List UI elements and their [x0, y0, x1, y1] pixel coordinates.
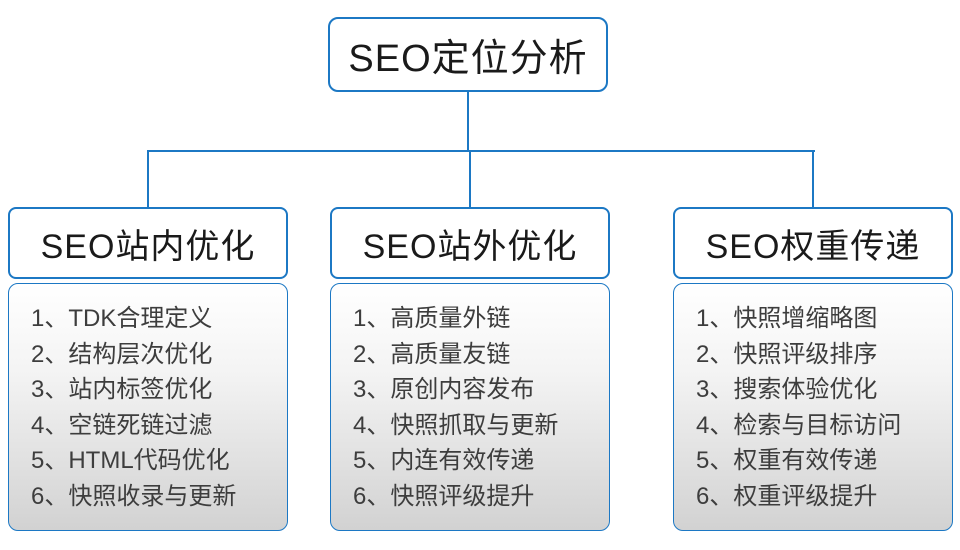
- list-item: 4、检索与目标访问: [696, 411, 902, 439]
- column-header: SEO站内优化: [8, 207, 288, 279]
- connector-drop-left: [147, 150, 149, 207]
- list-item: 6、权重评级提升: [696, 482, 878, 510]
- list-item: 2、结构层次优化: [31, 340, 213, 368]
- list-item: 5、内连有效传递: [353, 447, 535, 474]
- connector-drop-center: [469, 150, 471, 207]
- connector-horizontal: [147, 150, 815, 152]
- list-item: 5、权重有效传递: [696, 447, 878, 474]
- column-item-list: 1、快照增缩略图 2、快照评级排序 3、搜索体验优化 4、检索与目标访问 5、权重有效传…: [673, 283, 953, 531]
- list-item: 1、高质量外链: [353, 305, 511, 332]
- column-header-label: SEO站内优化: [40, 227, 256, 266]
- column-header-label: SEO权重传递: [705, 227, 921, 266]
- column-header: SEO站外优化: [330, 207, 610, 279]
- column-offsite-optimization: SEO站外优化 1、高质量外链 2、高质量友链 3、原创内容发布 4、快照抓取与更新 5…: [330, 207, 610, 531]
- list-item: 2、快照评级排序: [696, 340, 878, 368]
- column-item-list: 1、高质量外链 2、高质量友链 3、原创内容发布 4、快照抓取与更新 5、内连有效传递 6…: [330, 283, 610, 531]
- column-weight-transfer: SEO权重传递 1、快照增缩略图 2、快照评级排序 3、搜索体验优化 4、检索与目标访…: [673, 207, 953, 531]
- column-item-list: 1、TDK合理定义 2、结构层次优化 3、站内标签优化 4、空链死链过滤 5、HTML代…: [8, 283, 288, 531]
- list-item: 5、HTML代码优化: [31, 447, 230, 474]
- list-item: 1、TDK合理定义: [31, 305, 213, 332]
- list-item: 3、原创内容发布: [353, 376, 535, 403]
- list-item: 6、快照评级提升: [353, 482, 535, 510]
- column-header-label: SEO站外优化: [362, 227, 578, 266]
- list-item: 2、高质量友链: [353, 340, 511, 368]
- list-item: 4、快照抓取与更新: [353, 411, 559, 439]
- list-item: 3、搜索体验优化: [696, 376, 878, 403]
- root-node: SEO定位分析: [328, 17, 608, 92]
- column-onsite-optimization: SEO站内优化 1、TDK合理定义 2、结构层次优化 3、站内标签优化 4、空链死链过…: [8, 207, 288, 531]
- column-header: SEO权重传递: [673, 207, 953, 279]
- list-item: 1、快照增缩略图: [696, 305, 878, 332]
- connector-root-vertical: [467, 92, 469, 151]
- list-item: 4、空链死链过滤: [31, 411, 213, 439]
- connector-drop-right: [812, 150, 814, 207]
- list-item: 3、站内标签优化: [31, 376, 213, 403]
- list-item: 6、快照收录与更新: [31, 482, 237, 510]
- root-node-label: SEO定位分析: [348, 38, 588, 80]
